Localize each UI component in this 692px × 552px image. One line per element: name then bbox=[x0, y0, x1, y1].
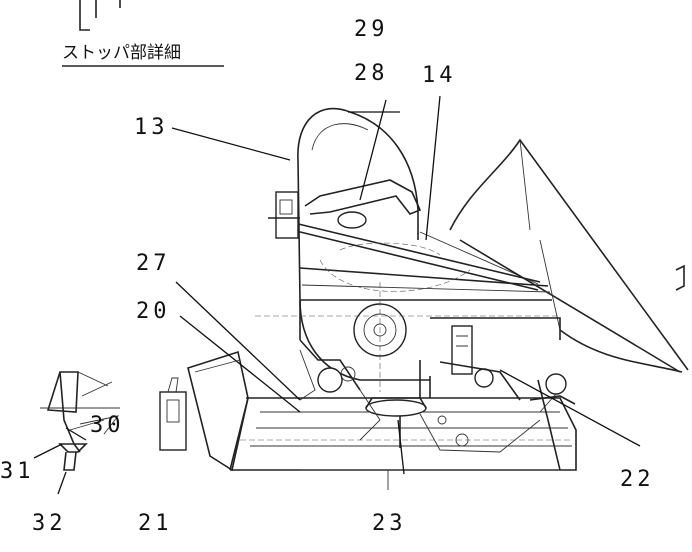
part-label-22: 22 bbox=[620, 467, 655, 492]
part-label-14: 14 bbox=[422, 63, 457, 88]
part-label-13: 13 bbox=[134, 115, 169, 140]
part-label-28: 28 bbox=[354, 61, 389, 86]
detail-title: ストッパ部詳細 bbox=[62, 43, 181, 63]
top-bracket-fragment bbox=[79, 0, 121, 31]
part-label-30: 30 bbox=[90, 413, 125, 438]
part-label-31: 31 bbox=[0, 459, 35, 484]
part-label-29: 29 bbox=[354, 17, 389, 42]
main-machine bbox=[187, 107, 689, 490]
part-label-21: 21 bbox=[138, 511, 173, 536]
leader-lines bbox=[33, 95, 641, 495]
part-label-20: 20 bbox=[136, 299, 171, 324]
part-label-23: 23 bbox=[372, 511, 407, 536]
part-label-32: 32 bbox=[32, 511, 67, 536]
stopper-detail bbox=[40, 371, 120, 471]
part-label-27: 27 bbox=[136, 251, 171, 276]
right-edge-bracket bbox=[675, 264, 685, 291]
part-21-block bbox=[159, 377, 187, 451]
